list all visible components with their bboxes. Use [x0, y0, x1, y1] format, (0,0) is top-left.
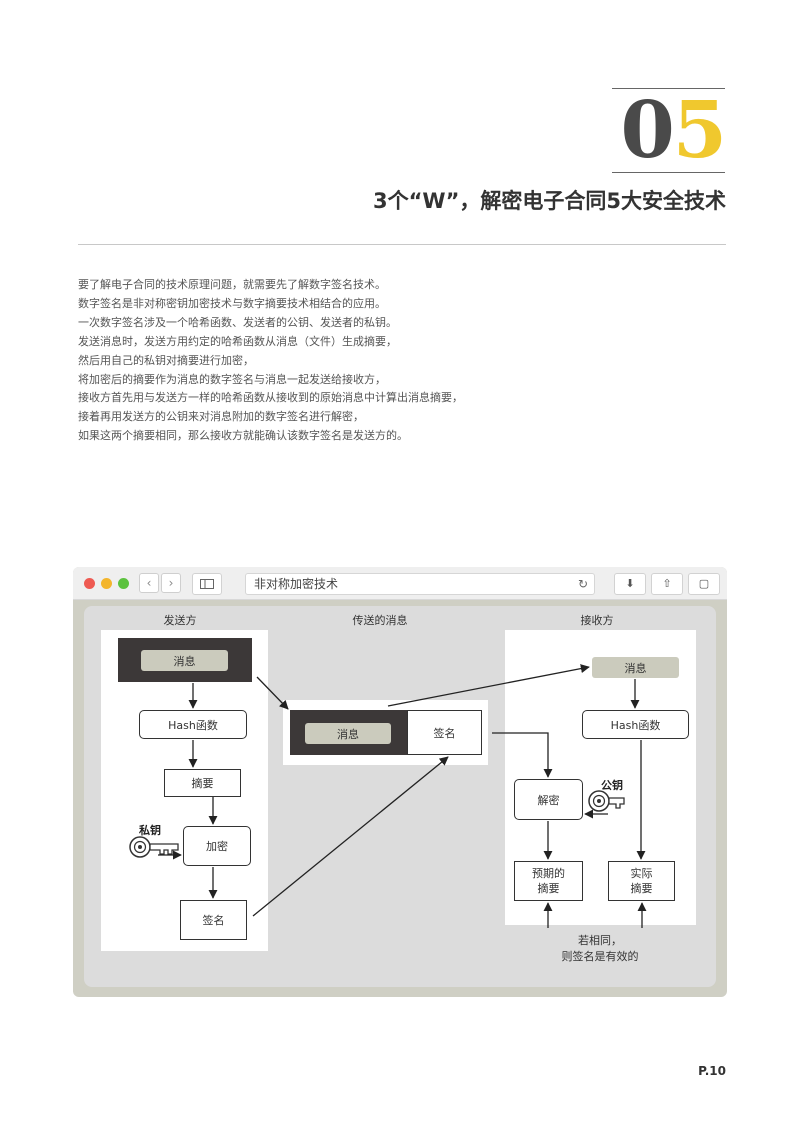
- body-line: 然后用自己的私钥对摘要进行加密，: [78, 353, 254, 367]
- actual-digest-line1: 实际: [630, 867, 653, 880]
- page-number: P.10: [698, 1064, 726, 1078]
- sidebar-toggle-button[interactable]: [192, 573, 222, 595]
- chapter-digit-five: 5: [672, 85, 727, 176]
- receiver-hash-box: Hash函数: [582, 710, 689, 739]
- zoom-window-button[interactable]: [118, 578, 129, 589]
- sender-heading: 发送方: [163, 614, 197, 627]
- body-line: 如果这两个摘要相同，那么接收方就能确认该数字签名是发送方的。: [78, 429, 408, 443]
- download-button[interactable]: ⬇: [614, 573, 646, 595]
- arrow-message-to-transfer: [256, 676, 289, 710]
- private-key-icon: [129, 836, 179, 858]
- chevron-left-icon: ‹: [146, 576, 152, 590]
- body-line: 一次数字签名涉及一个哈希函数、发送者的公钥、发送者的私钥。: [78, 315, 397, 329]
- arrow-transfer-to-receiver-message: [387, 664, 590, 707]
- share-button[interactable]: ⇧: [651, 573, 683, 595]
- back-button[interactable]: ‹: [139, 573, 159, 593]
- page-title: 3个“W”，解密电子合同5大安全技术: [373, 189, 726, 213]
- body-line: 数字签名是非对称密钥加密技术与数字摘要技术相结合的应用。: [78, 296, 386, 310]
- comparison-note-line1: 若相同，: [578, 934, 622, 947]
- body-line: 要了解电子合同的技术原理问题，就需要先了解数字签名技术。: [78, 278, 386, 291]
- private-key-label: 私钥: [139, 824, 161, 837]
- forward-button[interactable]: ›: [161, 573, 181, 593]
- transfer-heading: 传送的消息: [352, 614, 408, 627]
- transfer-message: 消息: [305, 723, 391, 744]
- tabs-icon: ▢: [698, 577, 710, 590]
- sender-message: 消息: [141, 650, 228, 671]
- receiver-message: 消息: [592, 657, 679, 678]
- arrow-signature-to-transfer: [252, 756, 449, 917]
- share-icon: ⇧: [662, 577, 672, 590]
- sidebar-icon: [200, 579, 214, 589]
- receiver-heading: 接收方: [580, 614, 614, 627]
- body-line: 发送消息时，发送方用约定的哈希函数从消息（文件）生成摘要，: [78, 334, 397, 348]
- chapter-top-rule: [612, 88, 725, 89]
- body-line: 接收方首先用与发送方一样的哈希函数从接收到的原始消息中计算出消息摘要，: [78, 391, 463, 405]
- comparison-note: 若相同， 则签名是有效的: [540, 933, 660, 965]
- minimize-window-button[interactable]: [101, 578, 112, 589]
- header-divider: [78, 244, 726, 245]
- transfer-signature-box: 签名: [407, 710, 482, 755]
- body-line: 将加密后的摘要作为消息的数字签名与消息一起发送给接收方，: [78, 372, 386, 386]
- reload-icon[interactable]: ↻: [577, 577, 588, 591]
- transfer-message-block: 消息: [290, 710, 407, 755]
- actual-digest-line2: 摘要: [630, 882, 653, 895]
- sender-hash-box: Hash函数: [139, 710, 247, 739]
- comparison-note-line2: 则签名是有效的: [561, 950, 639, 963]
- body-paragraph: 要了解电子合同的技术原理问题，就需要先了解数字签名技术。 数字签名是非对称密钥加…: [78, 276, 638, 446]
- browser-toolbar: ‹ › 非对称加密技术 ↻ ⬇ ⇧ ▢: [73, 567, 727, 600]
- expected-digest-line2: 摘要: [537, 882, 560, 895]
- sender-message-block: 消息: [118, 638, 252, 682]
- address-bar[interactable]: 非对称加密技术 ↻: [245, 573, 595, 595]
- chevron-right-icon: ›: [168, 576, 174, 590]
- sender-signature-box: 签名: [180, 900, 247, 940]
- body-line: 接着再用发送方的公钥来对消息附加的数字签名进行解密，: [78, 410, 364, 424]
- address-text: 非对称加密技术: [254, 577, 339, 591]
- actual-digest-box: 实际 摘要: [608, 861, 675, 901]
- encrypt-box: 加密: [183, 826, 251, 866]
- arrow-signature-to-decrypt: [492, 732, 553, 778]
- chapter-digit-zero: 0: [620, 85, 674, 176]
- chapter-bottom-rule: [612, 172, 725, 173]
- sender-digest-box: 摘要: [164, 769, 241, 797]
- public-key-label: 公钥: [601, 779, 623, 792]
- expected-digest-box: 预期的 摘要: [514, 861, 583, 901]
- chapter-number: 05: [612, 85, 727, 178]
- close-window-button[interactable]: [84, 578, 95, 589]
- decrypt-box: 解密: [514, 779, 583, 820]
- download-icon: ⬇: [625, 577, 635, 590]
- tabs-button[interactable]: ▢: [688, 573, 720, 595]
- expected-digest-line1: 预期的: [532, 867, 565, 880]
- public-key-icon: [588, 790, 625, 812]
